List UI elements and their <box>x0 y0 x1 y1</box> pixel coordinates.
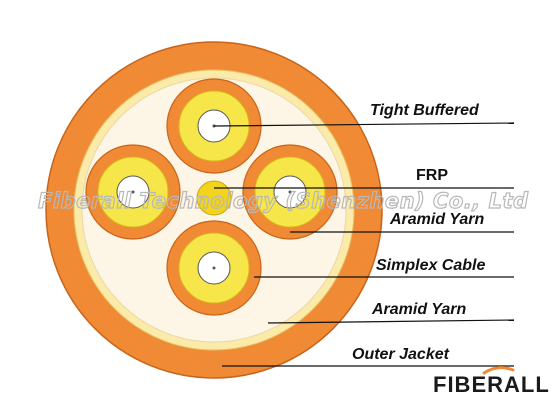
fiber-core <box>212 266 216 270</box>
label-aramid-yarn-inner: Aramid Yarn <box>389 211 484 228</box>
simplex-subunit-right <box>242 144 338 240</box>
watermark-text: Fiberall Technology (Shenzhen) Co., Ltd <box>38 189 529 213</box>
leader-lines <box>213 122 515 367</box>
label-aramid-yarn-outer: Aramid Yarn <box>371 301 466 318</box>
label-simplex-cable: Simplex Cable <box>376 257 485 274</box>
component-labels: Tight Buffered FRP Aramid Yarn Simplex C… <box>352 102 485 363</box>
logo-swoosh-icon <box>482 366 515 375</box>
simplex-subunit-bottom <box>166 220 262 316</box>
label-tight-buffered: Tight Buffered <box>370 102 480 119</box>
leader-line-aramid-yarn-outer <box>267 319 515 324</box>
fiberall-logo: FIBERALL <box>433 366 550 397</box>
label-outer-jacket: Outer Jacket <box>352 346 450 363</box>
leader-line-tight-buffered <box>213 122 515 127</box>
simplex-subunit-left <box>85 144 181 240</box>
cable-cross-section <box>45 41 383 379</box>
fiber-core <box>288 190 292 194</box>
fiber-core <box>131 190 135 194</box>
frp-central-member <box>196 180 232 216</box>
label-frp: FRP <box>416 167 448 184</box>
logo-text: FIBERALL <box>433 372 550 397</box>
